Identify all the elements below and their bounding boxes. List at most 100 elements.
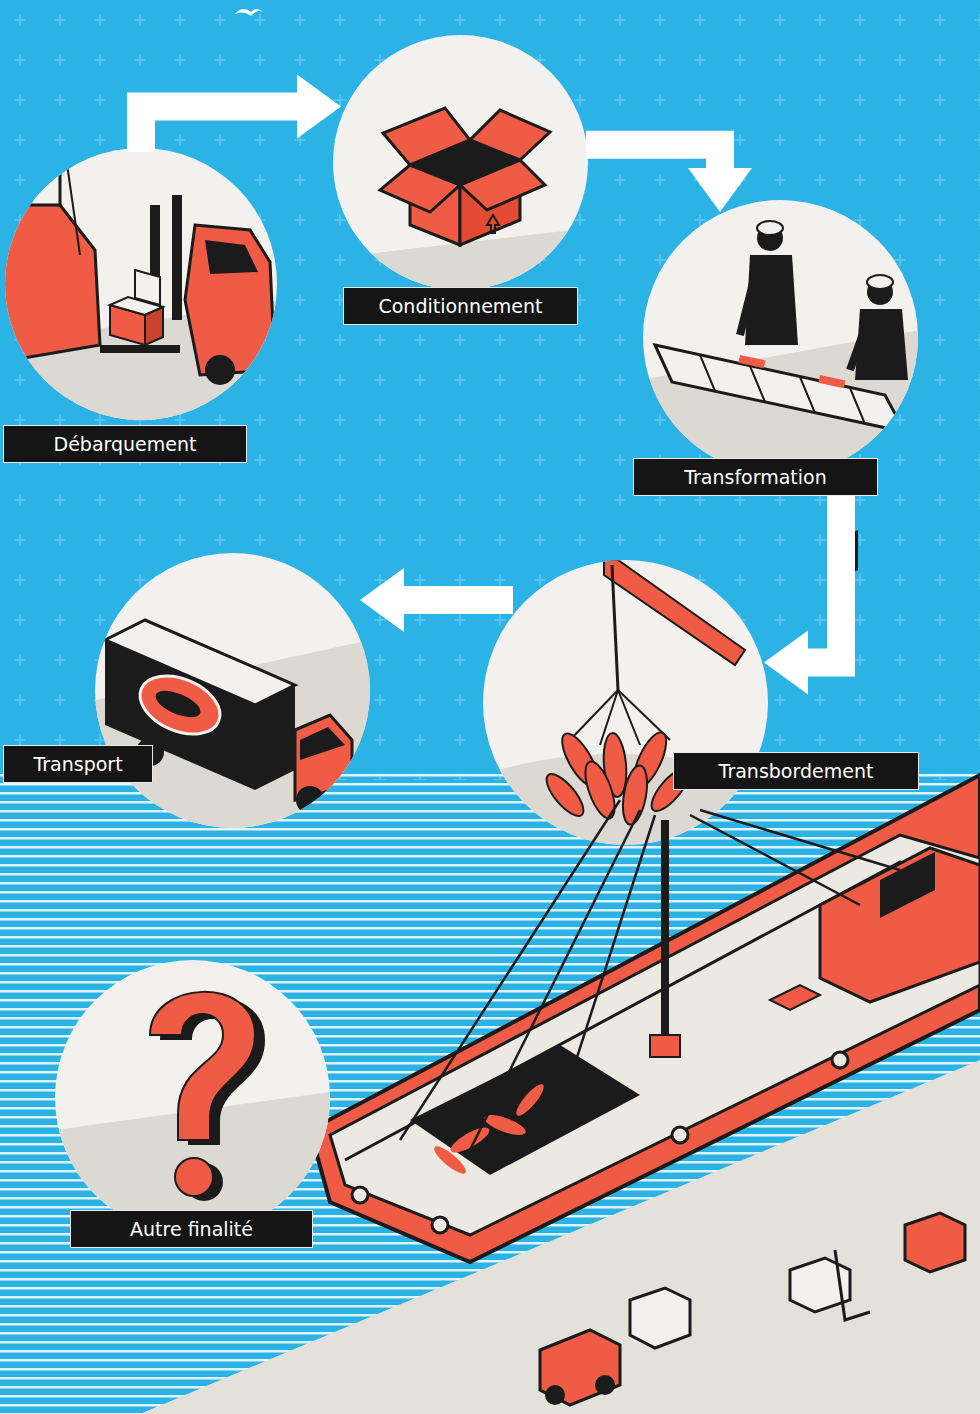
packaging-art-part [487, 215, 499, 233]
landing-art-part [100, 345, 180, 353]
other-purpose-art-part [160, 997, 265, 1145]
ship-part [513, 1081, 548, 1119]
crane-rigging-part [661, 820, 669, 1045]
transport-art-part [295, 715, 352, 800]
transport-art-part [95, 640, 370, 830]
transshipment-art-part [555, 729, 604, 792]
transport-art [95, 620, 370, 830]
stage-circle: Conditionnement [333, 35, 588, 290]
ship-part [352, 1187, 368, 1203]
stage-circle: Transformation [643, 200, 918, 475]
processing-art-part [898, 430, 903, 470]
ship-part [431, 1143, 469, 1178]
stage-label: Débarquement [3, 425, 247, 463]
processing-art-part [738, 355, 765, 368]
arrow-shaft [806, 465, 841, 663]
ship-part [345, 862, 980, 1160]
ship-part [820, 848, 980, 1002]
packaging-art-part [460, 160, 520, 245]
ship-part [840, 530, 858, 578]
transshipment-art-part [618, 690, 640, 745]
packaging-art [333, 108, 590, 300]
processing-art-part [867, 279, 893, 305]
transport-art-part [300, 727, 345, 760]
landing-art-part [0, 300, 280, 430]
stage-circle: Transport [95, 553, 370, 828]
landing-art [0, 150, 280, 430]
transport-art-part [131, 665, 229, 746]
processing-art-part [745, 255, 798, 345]
dock-items-part [545, 1385, 565, 1405]
flow-arrow [141, 74, 341, 152]
ship-part [410, 1045, 640, 1175]
dock-items-part [790, 1258, 850, 1312]
processing-art-part [850, 328, 865, 370]
processing-art-part [700, 355, 715, 391]
ship-part [880, 852, 935, 918]
dock-items-part [630, 1288, 690, 1348]
transshipment-art-part [600, 690, 618, 745]
packaging-art-part [410, 140, 520, 185]
arrow-head [688, 168, 752, 212]
landing-art-part [150, 205, 160, 330]
landing-art-part [0, 200, 100, 362]
transport-art-part [152, 685, 204, 722]
crane-rigging-part [690, 815, 860, 905]
stage-circle: Débarquement [5, 148, 277, 420]
packaging-art-part [460, 160, 545, 210]
transshipment-art-part [612, 565, 618, 690]
stage-circle: Transbordement [483, 560, 768, 845]
landing-art-part [205, 355, 235, 385]
transshipment-art-part [483, 754, 770, 850]
water-stripes [0, 772, 980, 1414]
landing-art-part [172, 195, 182, 320]
arrow-shaft [402, 586, 513, 614]
processing-art-part [800, 377, 815, 413]
crane-rigging-part [560, 815, 655, 1110]
transshipment-art-part [570, 690, 618, 740]
ship-part [770, 985, 820, 1010]
packaging-art-part [410, 165, 460, 245]
stage-label: Transbordement [673, 752, 919, 790]
crane-rigging-part [700, 810, 900, 870]
flow-arrow [586, 145, 752, 212]
ship-part [310, 775, 980, 1262]
packaging-art-part [380, 165, 460, 212]
arrow-head [360, 568, 404, 632]
landing-art-part [65, 150, 80, 255]
processing-art-part [757, 221, 783, 235]
ship-part [432, 1217, 448, 1233]
crane-rigging-part [650, 1035, 680, 1057]
transshipment-art-part [541, 769, 590, 822]
transport-art-part [105, 620, 295, 705]
processing-art-part [655, 345, 905, 432]
arrow-head [764, 631, 808, 695]
packaging-art-part [333, 228, 590, 300]
stage-label: Transformation [633, 458, 878, 496]
processing-art-part [757, 225, 783, 251]
stage-label: Conditionnement [343, 287, 578, 325]
packaging-art-part [383, 108, 470, 165]
processing-art-part [750, 366, 765, 402]
stage-label: Autre finalité [70, 1210, 313, 1248]
ship-part [447, 1123, 492, 1157]
landing-art-part [110, 305, 145, 345]
ship-part [832, 1052, 848, 1068]
packaging-art-part [470, 110, 550, 160]
flow-arrow [764, 465, 841, 695]
transport-art-part [136, 738, 164, 766]
landing-art-part [205, 240, 258, 274]
processing-art-part [850, 388, 865, 424]
other-purpose-art-part [55, 1092, 330, 1240]
processing-art-part [640, 330, 920, 480]
dock-items-part [595, 1375, 615, 1395]
transshipment-art-part [618, 690, 670, 740]
landing-art-part [0, 160, 60, 205]
landing-art-part [185, 225, 275, 375]
transshipment-art-part [579, 758, 620, 822]
stage-label: Transport [3, 745, 153, 783]
transshipment-art-part [627, 728, 672, 792]
